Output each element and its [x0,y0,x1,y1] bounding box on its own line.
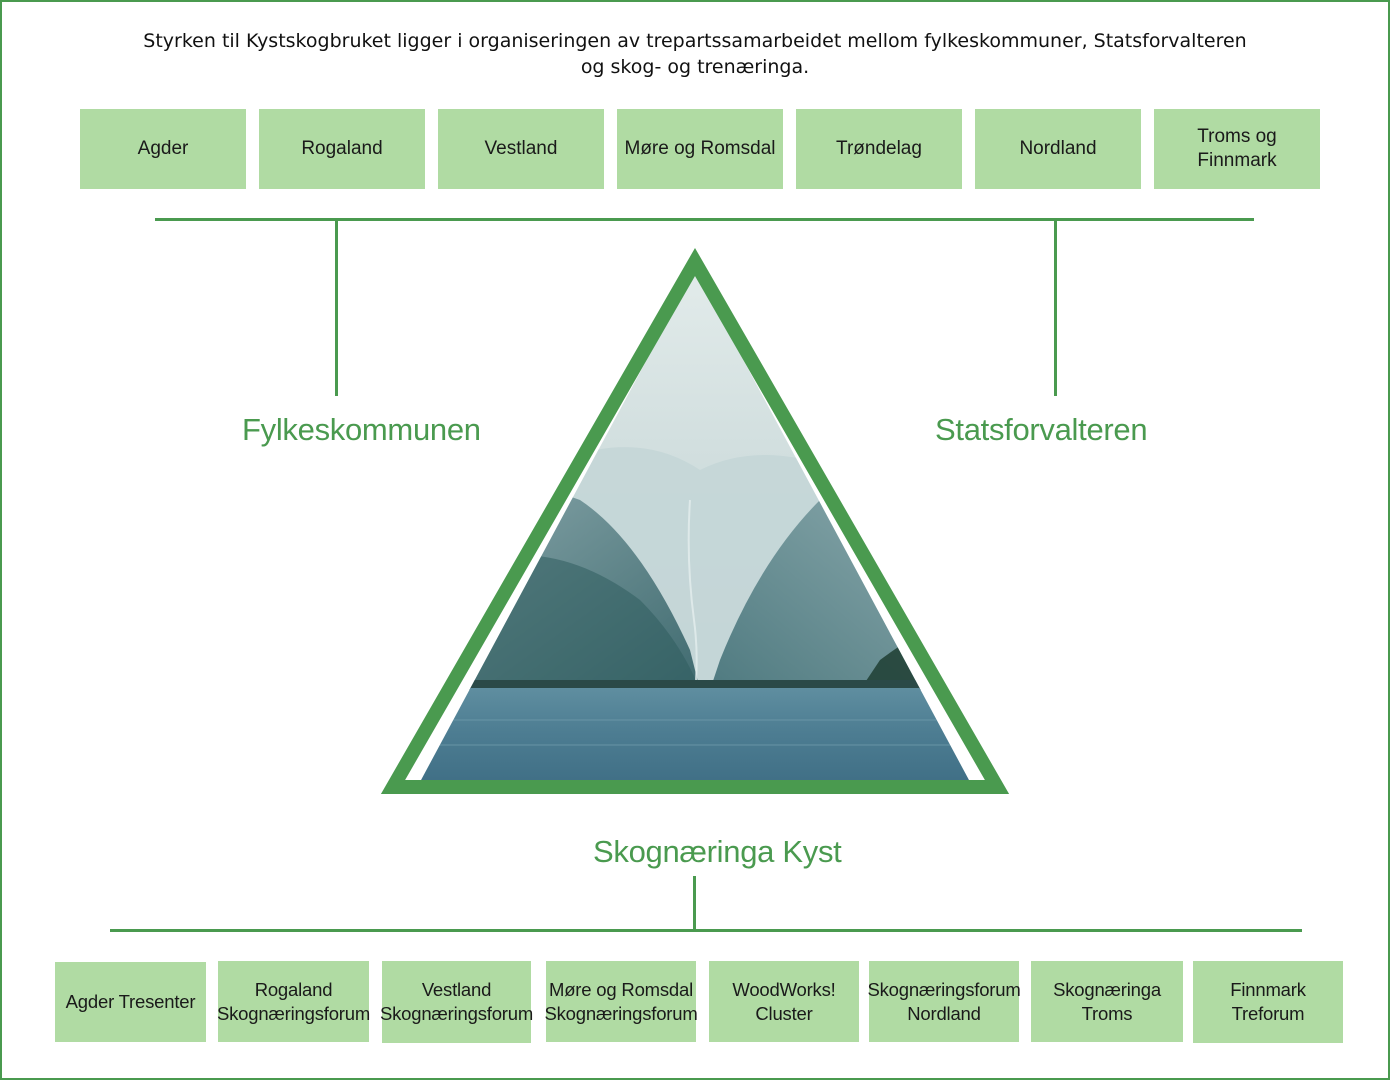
forum-label: Skognæringsforum Nordland [867,978,1021,1024]
forum-label: WoodWorks! Cluster [732,978,836,1024]
forum-box-woodworks-cluster: WoodWorks! Cluster [709,961,859,1042]
county-box-trondelag: Trøndelag [796,109,962,189]
forum-box-finnmark-treforum: Finnmark Treforum [1193,961,1343,1043]
party-label-fylkeskommunen: Fylkeskommunen [242,412,481,447]
county-box-rogaland: Rogaland [259,109,425,189]
forum-label: Møre og Romsdal Skognæringsforum [544,978,698,1024]
county-label: Nordland [1019,138,1097,159]
forum-label: Vestland Skognæringsforum [379,979,534,1024]
county-box-agder: Agder [80,109,246,189]
county-box-vestland: Vestland [438,109,604,189]
county-box-nordland: Nordland [975,109,1141,189]
county-box-more-og-romsdal: Møre og Romsdal [617,109,783,189]
county-box-troms-og-finnmark: Troms og Finnmark [1154,109,1320,189]
party-label-statsforvalteren: Statsforvalteren [935,412,1148,447]
forum-label: Finnmark Treforum [1230,979,1306,1024]
top-horizontal-connector [155,218,1254,221]
bottom-horizontal-connector [110,929,1302,932]
right-vertical-connector [1054,220,1057,396]
forum-label: Agder Tresenter [65,991,196,1012]
county-label: Rogaland [301,138,383,159]
left-vertical-connector [335,220,338,396]
fjord-photo [420,270,970,782]
party-label-skognaeringa-kyst: Skognæringa Kyst [593,834,842,869]
forum-label: Skognæringa Troms [1053,978,1161,1024]
forum-box-nordland: Skognæringsforum Nordland [867,961,1021,1042]
forum-box-vestland: Vestland Skognæringsforum [379,961,534,1043]
county-label: Vestland [484,138,558,159]
county-label: Agder [137,138,189,159]
forum-box-agder-tresenter: Agder Tresenter [55,962,206,1042]
county-label: Trøndelag [836,138,922,159]
county-label: Troms og Finnmark [1197,126,1277,171]
county-label: Møre og Romsdal [624,138,776,159]
bottom-vertical-connector [693,876,696,930]
forum-box-troms: Skognæringa Troms [1031,961,1183,1042]
forum-box-rogaland: Rogaland Skognæringsforum [216,961,371,1042]
forum-box-more-og-romsdal: Møre og Romsdal Skognæringsforum [544,961,698,1042]
forum-label: Rogaland Skognæringsforum [216,978,371,1024]
intro-text: Styrken til Kystskogbruket ligger i orga… [143,30,1247,78]
